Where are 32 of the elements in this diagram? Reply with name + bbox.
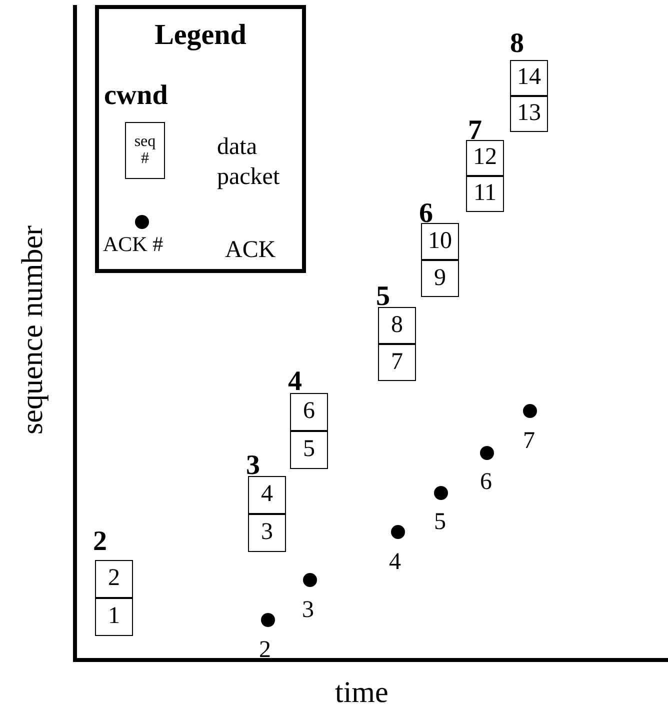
legend-text: data packet (217, 133, 281, 192)
legend-title: Legend (154, 19, 246, 53)
key-heading: cwnd (104, 82, 168, 110)
data-packet: 1 (95, 598, 133, 636)
data-packet: 11 (466, 176, 504, 212)
data-packet: 10 (421, 223, 459, 260)
data-packet: 8 (378, 307, 416, 344)
cwnd-label: 2 (93, 528, 107, 556)
data-packet: seq # (125, 122, 165, 179)
cwnd-label: 4 (288, 368, 302, 396)
data-packet: 9 (421, 260, 459, 297)
axis-label: time (335, 678, 388, 708)
cwnd-label: 8 (510, 30, 524, 58)
data-packet: 3 (248, 514, 286, 552)
ack-number: 6 (480, 470, 492, 494)
key-caption: ACK # (103, 234, 164, 255)
data-packet: 6 (290, 393, 328, 431)
data-packet: 7 (378, 344, 416, 381)
data-packet: 13 (510, 96, 548, 132)
data-packet: 14 (510, 60, 548, 96)
data-packet: 12 (466, 140, 504, 176)
legend-text: ACK (225, 236, 277, 265)
ack-number: 4 (389, 550, 401, 574)
ack-number: 5 (434, 510, 446, 534)
data-packet: 5 (290, 431, 328, 469)
ack-number: 7 (523, 429, 535, 453)
ack-number: 2 (259, 638, 271, 662)
legend-frame (95, 5, 306, 273)
data-packet: 2 (95, 560, 133, 598)
ack-number: 3 (302, 598, 314, 622)
data-packet: 4 (248, 476, 286, 514)
axis-label: sequence number (18, 225, 48, 435)
